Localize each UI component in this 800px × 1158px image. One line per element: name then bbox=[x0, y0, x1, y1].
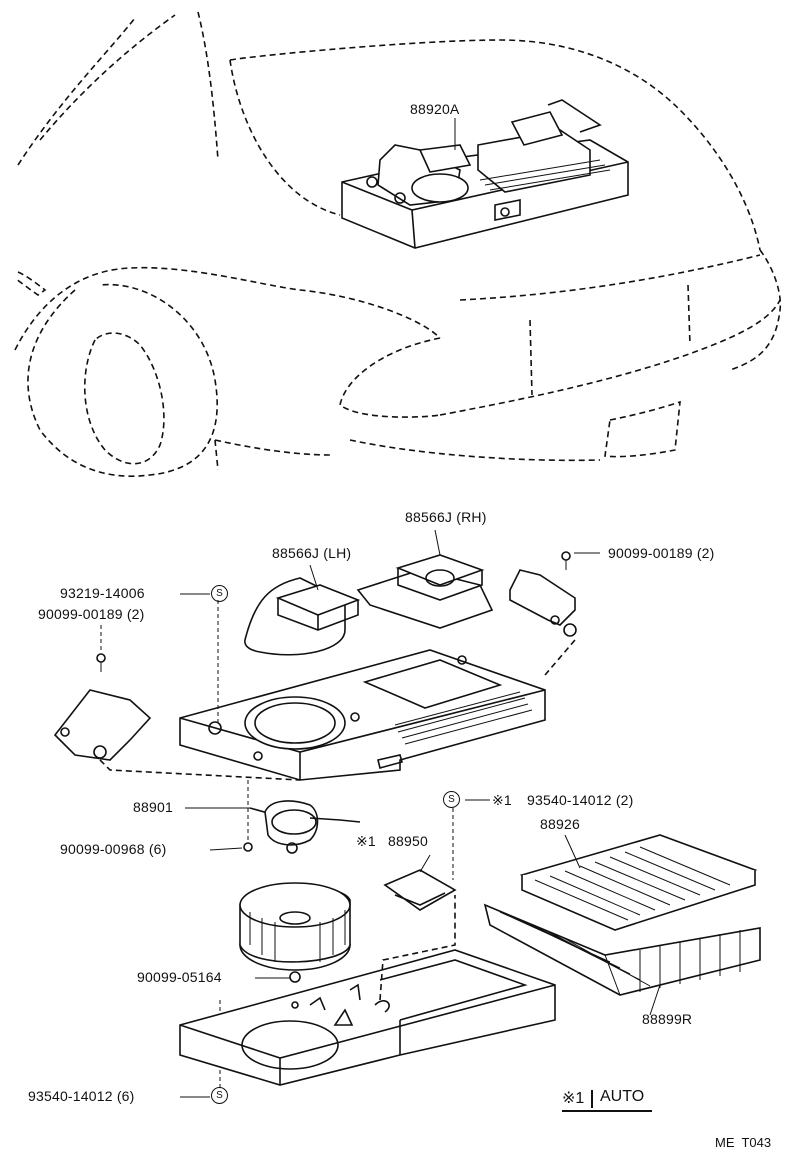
speaker-cover-rh bbox=[356, 529, 494, 629]
note-mark-88950: ※1 bbox=[356, 833, 376, 849]
label-90099-00189-left: 90099-00189 (2) bbox=[38, 606, 145, 622]
legend-divider bbox=[591, 1090, 593, 1108]
blower-fan bbox=[239, 882, 351, 983]
bracket-left bbox=[53, 625, 152, 761]
label-88899R: 88899R bbox=[642, 1011, 693, 1027]
label-90099-00189-right: 90099-00189 (2) bbox=[608, 545, 715, 561]
label-90099-00968: 90099-00968 (6) bbox=[60, 841, 167, 857]
note-mark-93540: ※1 bbox=[492, 792, 512, 808]
vehicle-outline bbox=[14, 11, 782, 477]
speaker-cover-lh bbox=[244, 564, 361, 656]
drawing-code: ME T043 bbox=[715, 1135, 772, 1150]
heat-sink-88899R bbox=[483, 903, 761, 1016]
label-90099-05164: 90099-05164 bbox=[137, 969, 222, 985]
label-93540-14012-2: 93540-14012 (2) bbox=[527, 792, 634, 808]
s-symbol-93219: S bbox=[211, 585, 228, 602]
heat-sink-88926 bbox=[519, 834, 758, 931]
legend-text: AUTO bbox=[600, 1088, 645, 1105]
blower-motor bbox=[243, 800, 361, 854]
label-93219-14006: 93219-14006 bbox=[60, 585, 145, 601]
bottom-tray bbox=[179, 895, 556, 1086]
label-88920A: 88920A bbox=[410, 101, 460, 117]
label-88901: 88901 bbox=[133, 799, 173, 815]
label-88566J-rh: 88566J (RH) bbox=[405, 509, 487, 525]
speaker-housing bbox=[99, 639, 576, 781]
s-symbol-93540-2: S bbox=[443, 791, 460, 808]
bracket-right bbox=[509, 551, 600, 637]
label-88950: 88950 bbox=[388, 833, 428, 849]
label-88566J-lh: 88566J (LH) bbox=[272, 545, 352, 561]
label-88926: 88926 bbox=[540, 816, 580, 832]
s-symbol-93540-6: S bbox=[211, 1087, 228, 1104]
speaker-box-assembly-88920A bbox=[341, 99, 629, 249]
legend-mark: ※1 bbox=[562, 1090, 585, 1107]
amplifier-module bbox=[383, 854, 457, 911]
legend-underline bbox=[562, 1110, 652, 1112]
label-93540-14012-6: 93540-14012 (6) bbox=[28, 1088, 135, 1104]
